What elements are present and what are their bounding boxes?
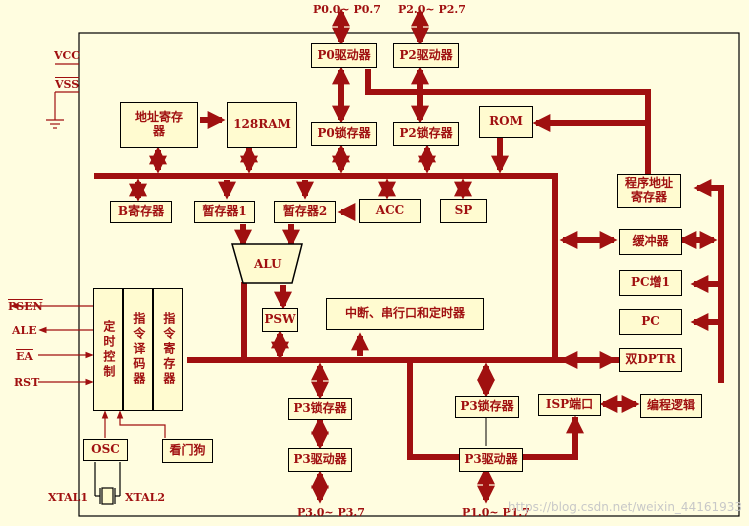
rom: ROM <box>479 106 533 138</box>
p1-port-label: P1.0~ P1.7 <box>462 506 530 519</box>
psen-label: PSEN <box>8 300 43 313</box>
p0-latch: P0锁存器 <box>311 122 377 146</box>
xtal1-label: XTAL1 <box>48 491 89 504</box>
interrupt-serial-timer: 中断、串行口和定时器 <box>326 298 484 330</box>
p2-latch: P2锁存器 <box>393 122 459 146</box>
b-register: B寄存器 <box>110 201 172 223</box>
vcc-label: VCC <box>54 49 81 62</box>
temp-register-1: 暂存器1 <box>194 201 255 223</box>
crystal <box>94 462 121 505</box>
p0-port-label: P0.0~ P0.7 <box>313 3 381 16</box>
alu-shape <box>231 243 303 284</box>
timing-control: 定时控制 <box>93 288 123 411</box>
ale-label: ALE <box>12 324 37 337</box>
p3-driver: P3驱动器 <box>288 448 352 472</box>
watchdog: 看门狗 <box>162 439 213 463</box>
isp-port: ISP端口 <box>538 394 601 416</box>
psw: PSW <box>262 308 298 332</box>
pc: PC <box>619 309 682 335</box>
ea-label: EA <box>16 350 33 363</box>
osc: OSC <box>83 439 128 461</box>
xtal2-label: XTAL2 <box>125 491 166 504</box>
sp: SP <box>440 199 487 223</box>
p1-to-isp <box>517 417 578 460</box>
pc-increment: PC增1 <box>619 270 682 296</box>
address-register: 地址寄存器 <box>120 102 198 148</box>
p1-driver: P3驱动器 <box>459 448 523 472</box>
temp-register-2: 暂存器2 <box>274 201 336 223</box>
alu-label: ALU <box>254 257 282 271</box>
programming-logic: 编程逻辑 <box>640 394 702 418</box>
instruction-register-text: 指令寄存器 <box>161 312 176 387</box>
arrows <box>129 8 718 504</box>
rst-label: RST <box>14 376 40 389</box>
p1-latch: P3锁存器 <box>455 396 519 418</box>
p2-port-label: P2.0~ P2.7 <box>398 3 466 16</box>
instruction-register: 指令寄存器 <box>153 288 183 411</box>
dptr: 双DPTR <box>619 348 682 372</box>
p3-route <box>407 357 461 460</box>
control-signals <box>10 63 166 438</box>
vss-label: VSS <box>55 78 80 91</box>
p2-address-bus <box>365 69 651 179</box>
one-way-arrows <box>200 111 721 434</box>
p0-driver: P0驱动器 <box>311 43 377 68</box>
ram-128: 128RAM <box>227 102 297 148</box>
p3-port-label: P3.0~ P3.7 <box>297 506 365 519</box>
buffer: 缓冲器 <box>619 229 682 255</box>
instruction-decoder: 指令译码器 <box>123 288 153 411</box>
p2-driver: P2驱动器 <box>393 43 459 68</box>
program-address-register: 程序地址寄存器 <box>617 174 681 208</box>
watermark: https://blog.csdn.net/weixin_44161933 <box>508 500 743 514</box>
acc: ACC <box>359 199 421 223</box>
p3-latch: P3锁存器 <box>288 398 352 420</box>
instruction-decoder-text: 指令译码器 <box>131 312 146 387</box>
internal-buses <box>94 69 724 460</box>
timing-control-text: 定时控制 <box>101 319 116 380</box>
chip-outline <box>78 32 740 517</box>
